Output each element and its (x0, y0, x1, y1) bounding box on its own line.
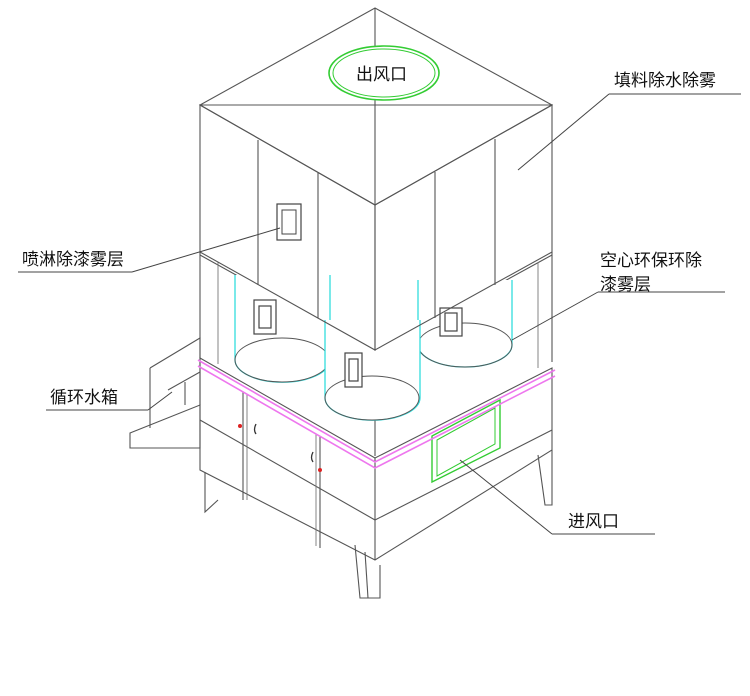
support-legs (204, 450, 553, 599)
cylinder-back-right (417, 280, 513, 368)
leader-lines (18, 93, 741, 535)
spray-layer-label: 喷淋除漆雾层 (22, 250, 124, 270)
water-tank-label: 循环水箱 (50, 388, 118, 408)
inlet-label: 进风口 (568, 512, 619, 532)
water-tank (129, 337, 201, 449)
outlet-label: 出风口 (356, 65, 407, 85)
cylinder-back-left (234, 275, 331, 383)
hollow-layer-label-line1: 空心环保环除 (600, 251, 702, 271)
inlet-opening (431, 398, 501, 484)
cylinder-front (324, 320, 421, 421)
outlet-ring (328, 45, 440, 101)
roof (198, 7, 554, 206)
packing-demister-label: 填料除水除雾 (614, 71, 716, 91)
flange-ring (197, 359, 556, 469)
inspection-windows (253, 299, 463, 388)
hollow-layer-label-line2: 漆雾层 (600, 275, 651, 295)
